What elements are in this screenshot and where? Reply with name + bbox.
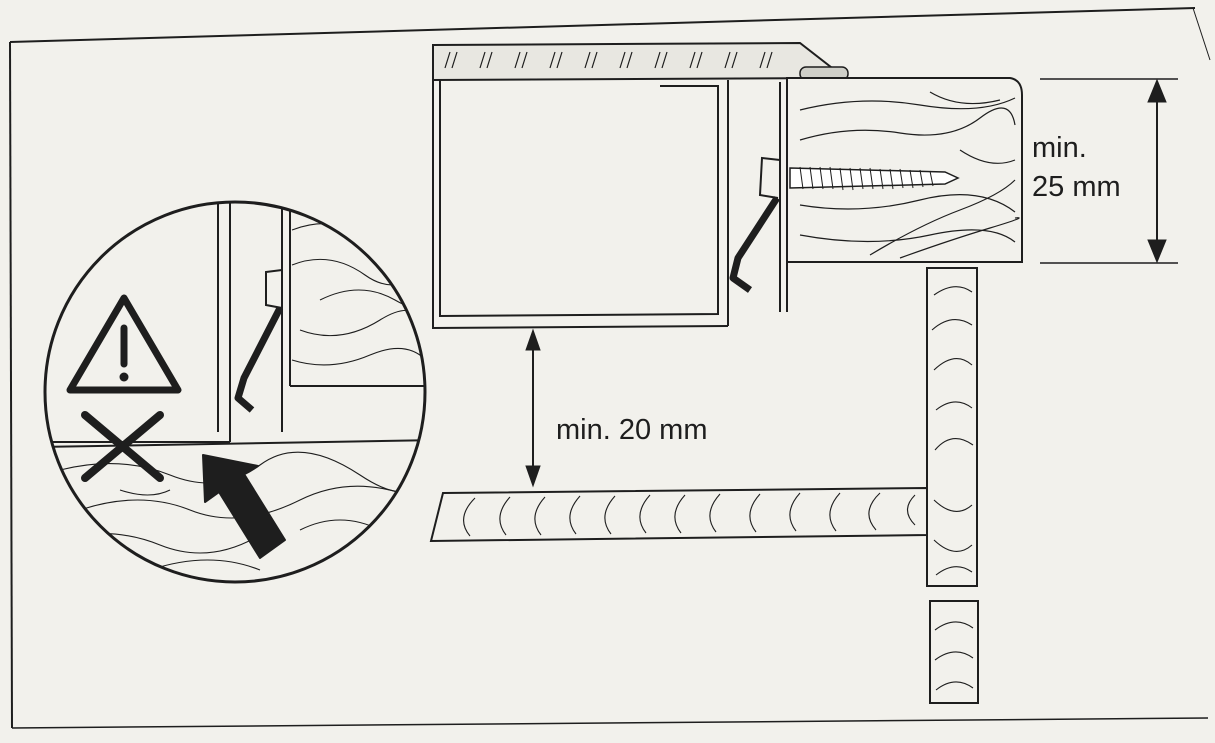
countertop-edge: [432, 41, 849, 82]
shelf: [429, 486, 928, 543]
appliance-body: [432, 80, 788, 330]
depth-label-line1: min.: [1032, 132, 1087, 164]
depth-label-line2: 25 mm: [1032, 171, 1121, 203]
gap-label: min. 20 mm: [556, 414, 707, 446]
frame: [9, 7, 1211, 729]
depth-dimension-arrow: [1040, 78, 1178, 264]
cross-icon: [81, 411, 164, 482]
detail-circle: [43, 200, 427, 584]
mounting-clamp: [729, 156, 781, 293]
warning-triangle-icon: [66, 294, 182, 394]
arrow-icon: [202, 454, 286, 559]
worktop: [786, 77, 1023, 263]
cabinet-side-panel: [926, 267, 979, 704]
gap-dimension-arrow: [525, 328, 541, 488]
